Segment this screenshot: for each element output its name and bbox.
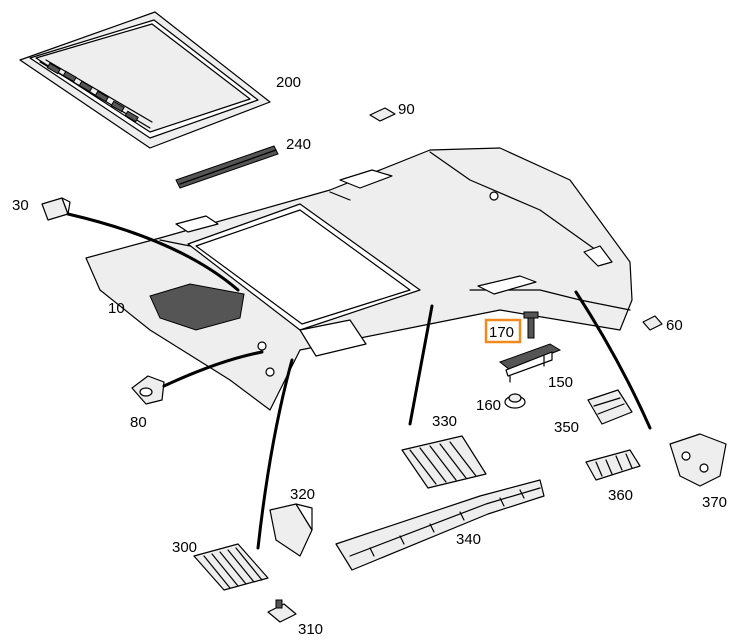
part-320-cover[interactable] bbox=[269, 503, 313, 557]
label-200[interactable]: 200 bbox=[276, 74, 301, 91]
label-150[interactable]: 150 bbox=[548, 374, 573, 391]
part-300-grille-panel[interactable] bbox=[193, 543, 269, 591]
part-80-bracket[interactable] bbox=[131, 375, 165, 405]
leader-300 bbox=[256, 358, 294, 550]
part-labels: 200 240 90 30 10 170 60 150 160 80 330 3… bbox=[12, 74, 727, 638]
headliner-console-area bbox=[149, 283, 245, 331]
leader-370 bbox=[574, 290, 652, 430]
label-160[interactable]: 160 bbox=[476, 397, 501, 414]
label-80[interactable]: 80 bbox=[130, 414, 147, 431]
part-170-bolt[interactable] bbox=[523, 311, 539, 339]
label-60[interactable]: 60 bbox=[666, 317, 683, 334]
part-60-clip[interactable] bbox=[642, 315, 663, 331]
headliner-handle-recess-front bbox=[339, 169, 393, 189]
label-350[interactable]: 350 bbox=[554, 419, 579, 436]
headliner-sunroof-opening bbox=[187, 203, 421, 331]
leader-lines bbox=[66, 212, 652, 550]
leader-80 bbox=[162, 350, 264, 388]
part-370-mount-bracket[interactable] bbox=[669, 433, 727, 487]
label-330[interactable]: 330 bbox=[432, 413, 457, 430]
leader-30 bbox=[66, 212, 240, 292]
part-90-pad[interactable] bbox=[369, 107, 396, 122]
label-360[interactable]: 360 bbox=[608, 487, 633, 504]
part-240-strip[interactable] bbox=[175, 145, 279, 189]
part-310-clip[interactable] bbox=[267, 599, 297, 623]
label-90[interactable]: 90 bbox=[398, 101, 415, 118]
label-320[interactable]: 320 bbox=[290, 486, 315, 503]
leader-330 bbox=[408, 304, 434, 426]
part-30-clip[interactable] bbox=[41, 197, 71, 221]
label-10[interactable]: 10 bbox=[108, 300, 125, 317]
headliner-handle-recess-rear bbox=[477, 275, 537, 295]
sunroof-panel-vents bbox=[46, 62, 139, 123]
part-10-headliner[interactable] bbox=[85, 147, 633, 411]
part-150-bracket[interactable] bbox=[498, 343, 562, 383]
part-360-vent[interactable] bbox=[585, 449, 641, 481]
part-200-sunroof-panel[interactable] bbox=[19, 11, 271, 149]
part-160-grommet[interactable] bbox=[504, 393, 526, 409]
label-170[interactable]: 170 bbox=[489, 324, 514, 341]
part-340-duct-channel[interactable] bbox=[335, 479, 545, 571]
part-170-highlight-box bbox=[484, 318, 522, 344]
part-330-vent-grille[interactable] bbox=[401, 435, 487, 489]
label-340[interactable]: 340 bbox=[456, 531, 481, 548]
label-310[interactable]: 310 bbox=[298, 621, 323, 638]
label-370[interactable]: 370 bbox=[702, 494, 727, 511]
part-350-duct[interactable] bbox=[587, 389, 633, 425]
label-300[interactable]: 300 bbox=[172, 539, 197, 556]
label-30[interactable]: 30 bbox=[12, 197, 29, 214]
label-240[interactable]: 240 bbox=[286, 136, 311, 153]
